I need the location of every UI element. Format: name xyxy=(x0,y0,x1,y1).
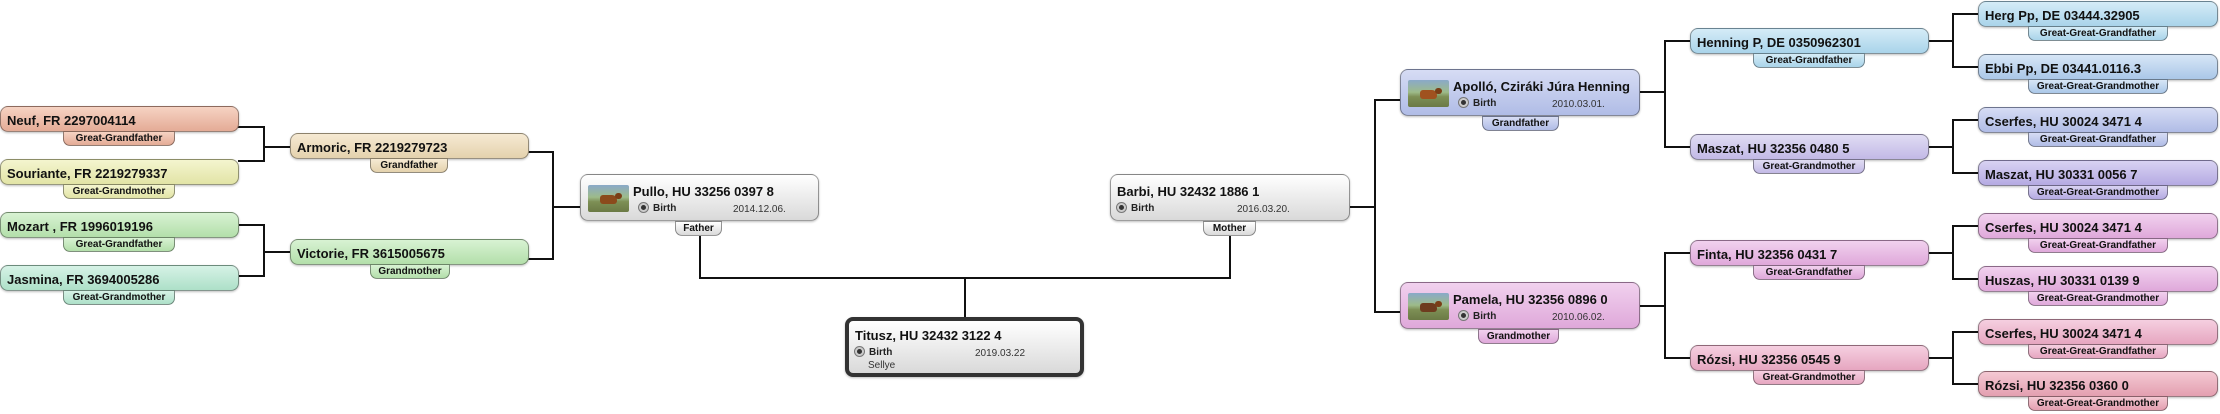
person-name: Pullo, HU 33256 0397 8 xyxy=(633,184,774,199)
person-card-armoric[interactable]: Armoric, FR 2219279723 xyxy=(290,133,529,159)
role-tag: Father xyxy=(675,221,722,236)
person-name: Maszat, HU 30331 0056 7 xyxy=(1985,167,2138,182)
person-card-finta[interactable]: Finta, HU 32356 0431 7 xyxy=(1690,240,1929,266)
radio-bullet-icon xyxy=(639,202,648,212)
role-tag: Great-Great-Grandmother xyxy=(2028,79,2168,94)
role-tag: Great-Grandfather xyxy=(1753,53,1865,68)
person-card-maszat[interactable]: Maszat, HU 32356 0480 5 xyxy=(1690,134,1929,160)
person-card-souriante[interactable]: Souriante, FR 2219279337 xyxy=(0,159,239,185)
role-tag: Great-Great-Grandfather xyxy=(2028,132,2168,147)
role-tag: Grandmother xyxy=(1478,329,1559,344)
role-tag: Great-Great-Grandfather xyxy=(2028,344,2168,359)
role-tag: Great-Great-Grandfather xyxy=(2028,238,2168,253)
radio-bullet-icon xyxy=(855,346,864,356)
person-name: Ebbi Pp, DE 03441.0116.3 xyxy=(1985,61,2142,76)
person-card-pullo[interactable]: Pullo, HU 33256 0397 8 Birth 2014.12.06. xyxy=(580,174,819,221)
birth-info: Birth xyxy=(1459,97,1497,109)
birth-date: 2010.03.01. xyxy=(1552,99,1605,110)
role-tag: Great-Great-Grandfather xyxy=(2028,26,2168,41)
role-tag: Great-Great-Grandmother xyxy=(2028,396,2168,411)
person-name: Barbi, HU 32432 1886 1 xyxy=(1117,184,1260,199)
birth-date: 2014.12.06. xyxy=(733,204,786,215)
birth-label: Birth xyxy=(1473,311,1497,322)
person-card-jasmina[interactable]: Jasmina, FR 3694005286 xyxy=(0,265,239,291)
person-name: Rózsi, HU 32356 0360 0 xyxy=(1985,378,2129,393)
radio-bullet-icon xyxy=(1117,202,1126,212)
person-card-huszas[interactable]: Huszas, HU 30331 0139 9 xyxy=(1978,266,2218,292)
person-name: Cserfes, HU 30024 3471 4 xyxy=(1985,220,2142,235)
birth-label: Birth xyxy=(653,203,677,214)
person-card-pamela[interactable]: Pamela, HU 32356 0896 0 Birth 2010.06.02… xyxy=(1400,282,1640,329)
person-name: Souriante, FR 2219279337 xyxy=(7,166,168,181)
person-card-cserfes-1[interactable]: Cserfes, HU 30024 3471 4 xyxy=(1978,107,2218,133)
person-card-mozart[interactable]: Mozart , FR 1996019196 xyxy=(0,212,239,238)
birth-info: Birth xyxy=(1117,202,1155,214)
person-name: Mozart , FR 1996019196 xyxy=(7,219,153,234)
birth-info: Birth xyxy=(855,346,893,358)
person-card-henning[interactable]: Henning P, DE 0350962301 xyxy=(1690,28,1929,54)
birth-date: 2010.06.02. xyxy=(1552,312,1605,323)
cow-photo-thumbnail xyxy=(588,185,629,212)
person-card-rozsi[interactable]: Rózsi, HU 32356 0545 9 xyxy=(1690,345,1929,371)
birth-info: Birth xyxy=(639,202,677,214)
person-card-rozsi-2[interactable]: Rózsi, HU 32356 0360 0 xyxy=(1978,371,2218,397)
person-name: Armoric, FR 2219279723 xyxy=(297,140,448,155)
role-tag: Great-Great-Grandmother xyxy=(2028,291,2168,306)
birth-date: 2016.03.20. xyxy=(1237,204,1290,215)
person-name: Jasmina, FR 3694005286 xyxy=(7,272,160,287)
birth-label: Birth xyxy=(1473,98,1497,109)
birth-place: Sellye xyxy=(868,360,896,371)
person-name: Neuf, FR 2297004114 xyxy=(7,113,136,128)
birth-date: 2019.03.22 xyxy=(975,348,1026,359)
role-tag: Great-Grandfather xyxy=(63,237,175,252)
person-card-titusz[interactable]: Titusz, HU 32432 3122 4 Birth 2019.03.22… xyxy=(845,317,1084,377)
birth-label: Birth xyxy=(1131,203,1155,214)
role-tag: Great-Grandmother xyxy=(63,184,175,199)
role-tag: Great-Great-Grandmother xyxy=(2028,185,2168,200)
person-name: Herg Pp, DE 03444.32905 xyxy=(1985,8,2140,23)
person-name: Finta, HU 32356 0431 7 xyxy=(1697,247,1838,262)
role-tag: Great-Grandmother xyxy=(1753,370,1865,385)
radio-bullet-icon xyxy=(1459,310,1468,320)
person-name: Rózsi, HU 32356 0545 9 xyxy=(1697,352,1841,367)
person-name: Apolló, Cziráki Júra Henning xyxy=(1453,79,1630,94)
person-card-apollo[interactable]: Apolló, Cziráki Júra Henning Birth 2010.… xyxy=(1400,69,1640,116)
birth-info: Birth xyxy=(1459,310,1497,322)
person-name: Titusz, HU 32432 3122 4 xyxy=(855,328,1002,343)
person-name: Victorie, FR 3615005675 xyxy=(297,246,445,261)
person-card-barbi[interactable]: Barbi, HU 32432 1886 1 Birth 2016.03.20. xyxy=(1110,174,1350,221)
person-card-herg[interactable]: Herg Pp, DE 03444.32905 xyxy=(1978,1,2218,27)
role-tag: Great-Grandmother xyxy=(1753,159,1865,174)
person-name: Cserfes, HU 30024 3471 4 xyxy=(1985,326,2142,341)
cow-photo-thumbnail xyxy=(1408,293,1449,320)
person-name: Huszas, HU 30331 0139 9 xyxy=(1985,273,2140,288)
role-tag: Great-Grandmother xyxy=(63,290,175,305)
role-tag: Great-Grandfather xyxy=(63,131,175,146)
role-tag: Grandfather xyxy=(370,158,448,173)
person-card-maszat-2[interactable]: Maszat, HU 30331 0056 7 xyxy=(1978,160,2218,186)
role-tag: Grandfather xyxy=(1482,116,1559,131)
person-name: Henning P, DE 0350962301 xyxy=(1697,35,1861,50)
birth-label: Birth xyxy=(869,347,893,358)
person-card-ebbi[interactable]: Ebbi Pp, DE 03441.0116.3 xyxy=(1978,54,2218,80)
cow-photo-thumbnail xyxy=(1408,80,1449,107)
role-tag: Mother xyxy=(1203,221,1256,236)
person-card-cserfes-3[interactable]: Cserfes, HU 30024 3471 4 xyxy=(1978,319,2218,345)
person-card-victorie[interactable]: Victorie, FR 3615005675 xyxy=(290,239,529,265)
person-card-cserfes-2[interactable]: Cserfes, HU 30024 3471 4 xyxy=(1978,213,2218,239)
role-tag: Grandmother xyxy=(370,264,450,279)
radio-bullet-icon xyxy=(1459,97,1468,107)
person-name: Pamela, HU 32356 0896 0 xyxy=(1453,292,1608,307)
role-tag: Great-Grandfather xyxy=(1753,265,1865,280)
person-name: Cserfes, HU 30024 3471 4 xyxy=(1985,114,2142,129)
person-card-neuf[interactable]: Neuf, FR 2297004114 xyxy=(0,106,239,132)
person-name: Maszat, HU 32356 0480 5 xyxy=(1697,141,1850,156)
